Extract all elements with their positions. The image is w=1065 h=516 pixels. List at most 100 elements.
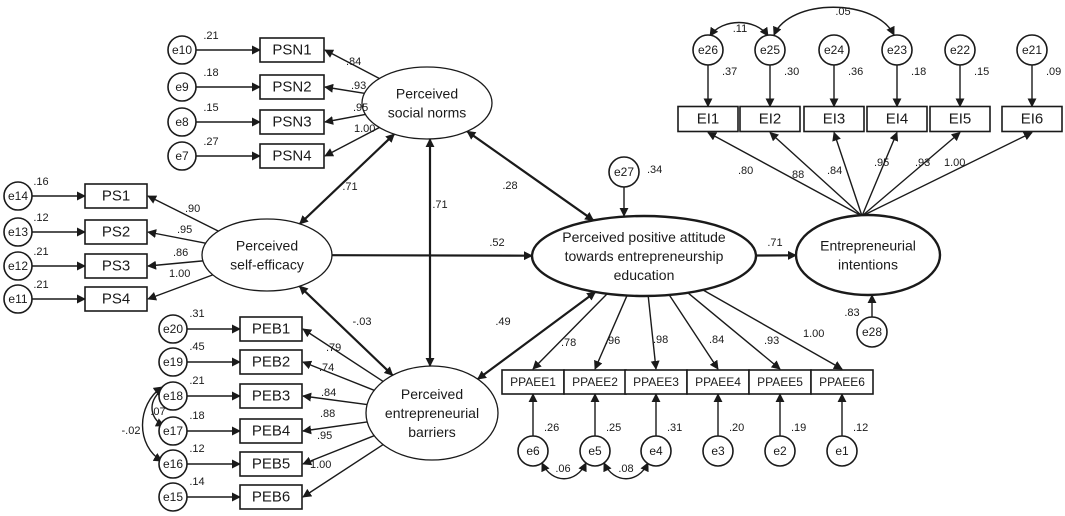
error-e19-label: e19: [163, 355, 183, 369]
loading-peb2: .74: [319, 362, 334, 374]
cov-e5-e4: [603, 462, 649, 480]
loading-ei2: .88: [789, 169, 804, 181]
ei-loading-arrow: [832, 131, 863, 217]
ppaee-loading-arrow: [594, 295, 628, 370]
error-e5-circle: [579, 435, 611, 467]
indicator-ppaee1-label: PPAEE1: [510, 375, 556, 389]
loading-ps4: 1.00: [169, 268, 190, 280]
error-e17-label: e17: [163, 424, 183, 438]
peb-loading-arrow: [302, 360, 375, 391]
error-e19-circle: [158, 347, 188, 377]
error-e23-label: e23: [887, 43, 907, 57]
loading-ppaee3: .98: [653, 334, 668, 346]
indicator-ei5-box: [929, 105, 991, 133]
loading-ps2: .95: [177, 224, 192, 236]
indicator-peb1-box: [239, 316, 303, 342]
cov-label-e18-e17: .07: [150, 406, 165, 418]
variance-e2: .19: [791, 422, 806, 434]
cov-label-e18-e16: -.02: [122, 425, 141, 437]
error-e11-circle: [3, 284, 33, 314]
variance-e23: .18: [911, 66, 926, 78]
latent-self-efficacy-text-line: self-efficacy: [230, 257, 304, 273]
error-e22-circle: [944, 34, 976, 66]
indicator-ps4-box: [84, 286, 148, 312]
indicator-ei4-box: [866, 105, 928, 133]
error-e4-label: e4: [649, 444, 663, 458]
error-e8-circle: [167, 107, 197, 137]
indicator-ei4-label: EI4: [886, 111, 909, 128]
cov-label-e6-e5: .06: [555, 463, 570, 475]
labels-layer: PSN1e10.21.84PSN2e9.18.93PSN3e8.15.95PSN…: [8, 6, 1061, 506]
error-e10-label: e10: [172, 43, 192, 57]
ei-loading-arrow: [707, 131, 863, 217]
variance-e14: .16: [33, 176, 48, 188]
error-e14-circle: [3, 181, 33, 211]
latent-attitude-ellipse: [530, 214, 758, 298]
indicator-ps4-label: PS4: [102, 291, 130, 308]
loading-ei5: .93: [915, 157, 930, 169]
error-e26-circle: [692, 34, 724, 66]
error-e14-label: e14: [8, 189, 28, 203]
cov-label-e25-e23: .05: [835, 6, 850, 18]
path-sn-se: [298, 133, 396, 225]
indicator-peb3-label: PEB3: [252, 388, 290, 405]
indicator-psn1-box: [259, 37, 325, 63]
error-e24-label: e24: [824, 43, 844, 57]
indicator-peb4-box: [239, 418, 303, 444]
indicator-ei1-label: EI1: [697, 111, 720, 128]
latent-intentions-text-line: intentions: [838, 257, 898, 273]
indicator-ps3-label: PS3: [102, 258, 130, 275]
loading-psn4: 1.00: [354, 123, 375, 135]
loading-ps1: .90: [185, 203, 200, 215]
peb-loading-arrow: [302, 443, 384, 498]
error-e8-label: e8: [175, 115, 189, 129]
variance-e16: .12: [189, 443, 204, 455]
variance-e3: .20: [729, 422, 744, 434]
variance-e18: .21: [189, 375, 204, 387]
indicator-ei6-label: EI6: [1021, 111, 1044, 128]
error-e16-label: e16: [163, 457, 183, 471]
variance-e12: .21: [33, 246, 48, 258]
variance-e7: .27: [203, 136, 218, 148]
error-e20-label: e20: [163, 322, 183, 336]
indicator-ps2-label: PS2: [102, 224, 130, 241]
variance-e25: .30: [784, 66, 799, 78]
latent-self-efficacy-text-line: Perceived: [236, 238, 298, 254]
latent-social-norms-text-line: social norms: [388, 105, 467, 121]
error-e7-label: e7: [175, 149, 189, 163]
error-e27-label: e27: [614, 165, 634, 179]
error-e22-label: e22: [950, 43, 970, 57]
error-e4-circle: [640, 435, 672, 467]
loading-ps3: .86: [173, 247, 188, 259]
indicator-ei3-label: EI3: [823, 111, 846, 128]
ps-loading-arrow: [147, 274, 214, 301]
indicator-peb6-label: PEB6: [252, 489, 290, 506]
shapes-layer: [3, 34, 1063, 512]
cov-e6-e5: [541, 462, 587, 480]
ppaee-loading-arrow: [687, 292, 781, 370]
psn-loading-arrow: [324, 113, 366, 125]
latent-barriers-ellipse: [365, 365, 499, 461]
latent-barriers-text-line: entrepreneurial: [385, 405, 479, 421]
indicator-ps2-box: [84, 219, 148, 245]
variance-e1: .12: [853, 422, 868, 434]
latent-barriers-text-line: Perceived: [401, 386, 463, 402]
error-e15-circle: [158, 482, 188, 512]
error-e16-circle: [158, 449, 188, 479]
indicator-ei6-box: [1001, 105, 1063, 133]
ppaee-loading-arrow: [668, 294, 719, 370]
latent-intentions-ellipse: [794, 213, 942, 297]
ps-loading-arrow: [147, 229, 206, 244]
indicator-peb2-label: PEB2: [252, 354, 290, 371]
error-e18-circle: [158, 381, 188, 411]
indicator-psn2-label: PSN2: [272, 79, 311, 96]
variance-e24: .36: [848, 66, 863, 78]
path-sn-att: [466, 130, 595, 222]
indicator-ppaee3-box: [624, 369, 688, 395]
loading-peb4: .88: [320, 408, 335, 420]
indicator-ppaee3-label: PPAEE3: [633, 375, 679, 389]
peb-loading-arrow: [302, 435, 375, 466]
loading-ppaee1: .78: [561, 337, 576, 349]
loading-ei4: .95: [874, 157, 889, 169]
cov-label-e5-e4: .08: [618, 463, 633, 475]
